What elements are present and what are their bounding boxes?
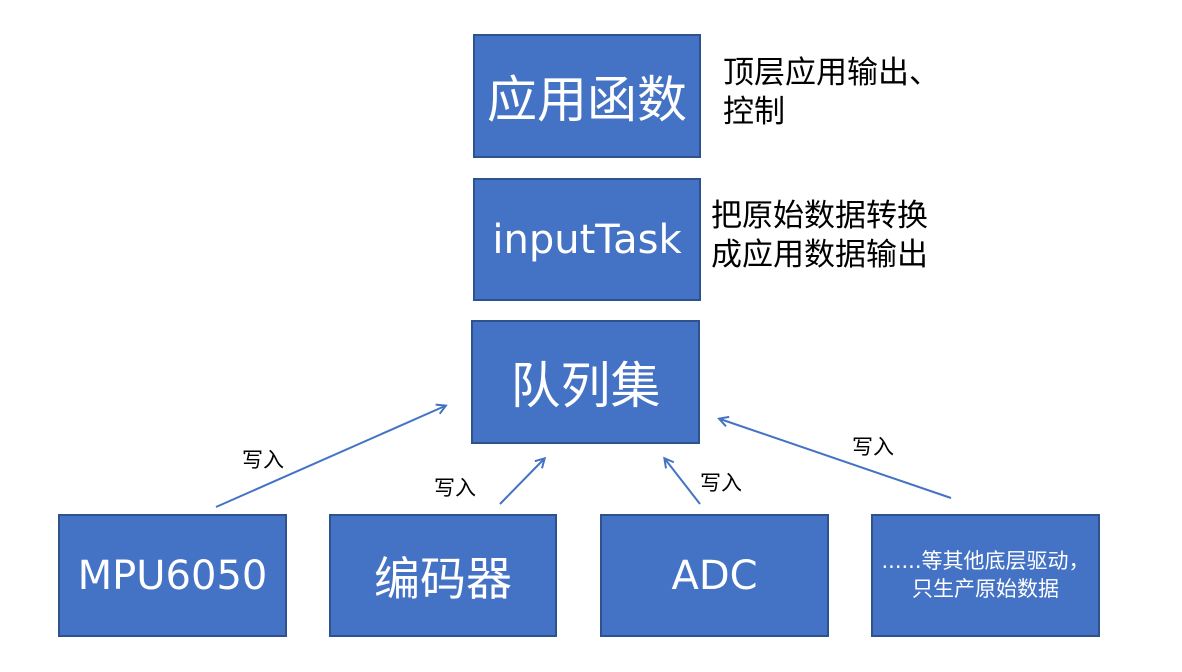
mpu6050-label: MPU6050 (77, 552, 268, 599)
encoder-label: 编码器 (374, 551, 512, 606)
adc-box: ADC (600, 514, 829, 637)
arrow-other-drivers-to-queue-set (720, 419, 952, 499)
adc-label: ADC (671, 552, 758, 599)
edge-label-mpu6050: 写入 (242, 448, 284, 472)
other-drivers-label: ......等其他底层驱动， 只生产原始数据 (881, 549, 1090, 601)
input-task-label: inputTask (492, 216, 682, 263)
edge-label-encoder: 写入 (434, 476, 476, 500)
app-function-label: 应用函数 (487, 71, 687, 129)
other-drivers-box: ......等其他底层驱动， 只生产原始数据 (871, 514, 1100, 637)
queue-set-label: 队列集 (510, 357, 661, 415)
app-function-box: 应用函数 (473, 34, 701, 158)
queue-set-box: 队列集 (471, 320, 700, 444)
encoder-box: 编码器 (329, 514, 557, 637)
app-function-note: 顶层应用输出、 控制 (723, 55, 940, 130)
arrow-adc-to-queue-set (665, 459, 701, 505)
edge-label-adc: 写入 (700, 471, 742, 495)
mpu6050-box: MPU6050 (58, 514, 287, 637)
input-task-box: inputTask (473, 178, 701, 301)
arrow-encoder-to-queue-set (499, 459, 544, 505)
input-task-note: 把原始数据转换 成应用数据输出 (711, 198, 928, 273)
edge-label-other-drivers: 写入 (852, 435, 894, 459)
